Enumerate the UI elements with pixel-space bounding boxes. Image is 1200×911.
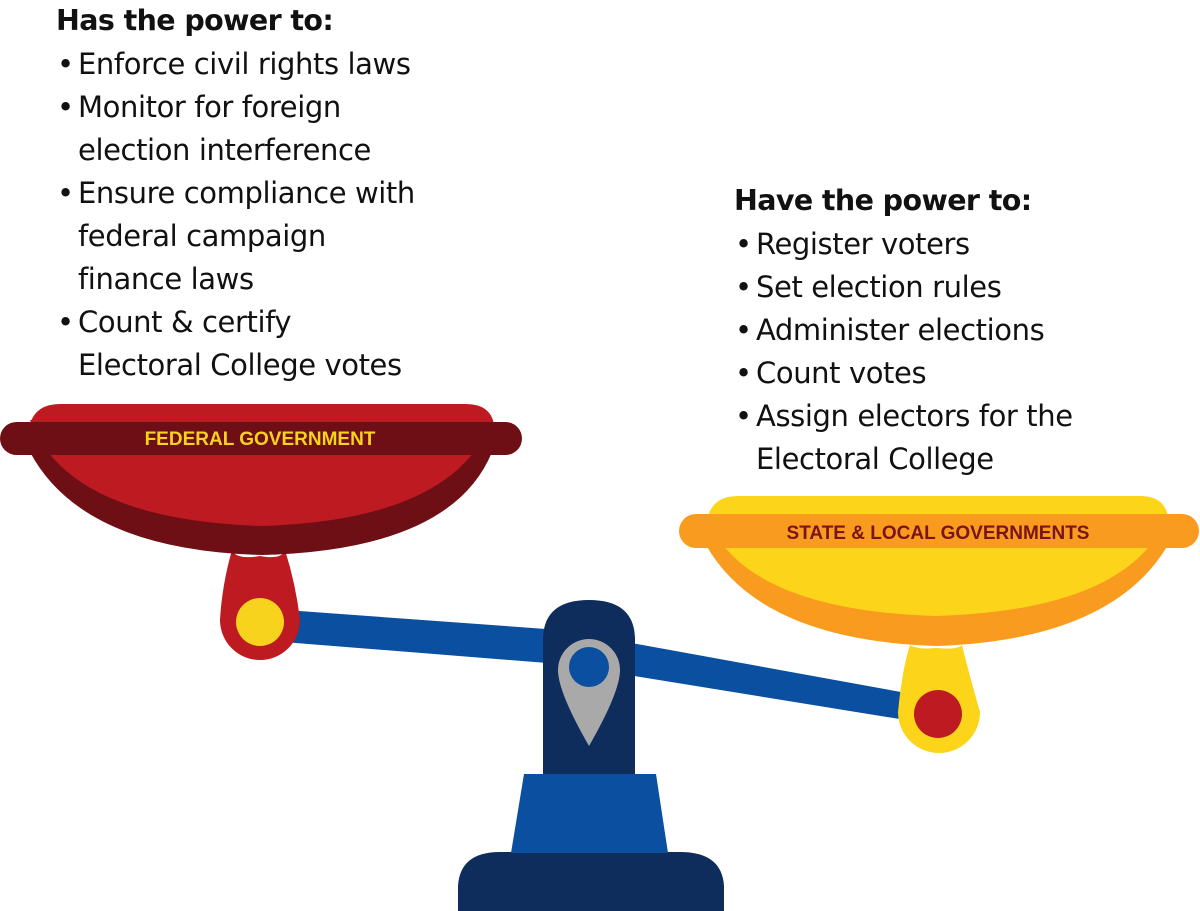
list-item: Register voters: [734, 223, 1194, 266]
federal-pan-label: FEDERAL GOVERNMENT: [145, 429, 376, 450]
scale-base-bottom: [458, 852, 724, 911]
list-item: Set election rules: [734, 266, 1194, 309]
state-pan: STATE & LOCAL GOVERNMENTS: [679, 496, 1199, 754]
list-item: Enforce civil rights laws: [56, 43, 516, 86]
federal-powers-list: Enforce civil rights laws Monitor for fo…: [56, 43, 516, 387]
federal-powers-heading: Has the power to:: [56, 4, 334, 37]
federal-pan: FEDERAL GOVERNMENT: [0, 404, 522, 660]
list-item: Count votes: [734, 352, 1194, 395]
state-powers-heading: Have the power to:: [734, 184, 1032, 217]
federal-powers: Has the power to: Enforce civil rights l…: [56, 0, 516, 387]
scale-base-pedestal: [511, 774, 668, 853]
map-pin-icon: [558, 639, 620, 746]
list-item: Administer elections: [734, 309, 1194, 352]
state-pan-label: STATE & LOCAL GOVERNMENTS: [787, 523, 1090, 544]
state-powers-list: Register voters Set election rules Admin…: [734, 223, 1194, 481]
state-powers: Have the power to: Register voters Set e…: [734, 180, 1194, 481]
